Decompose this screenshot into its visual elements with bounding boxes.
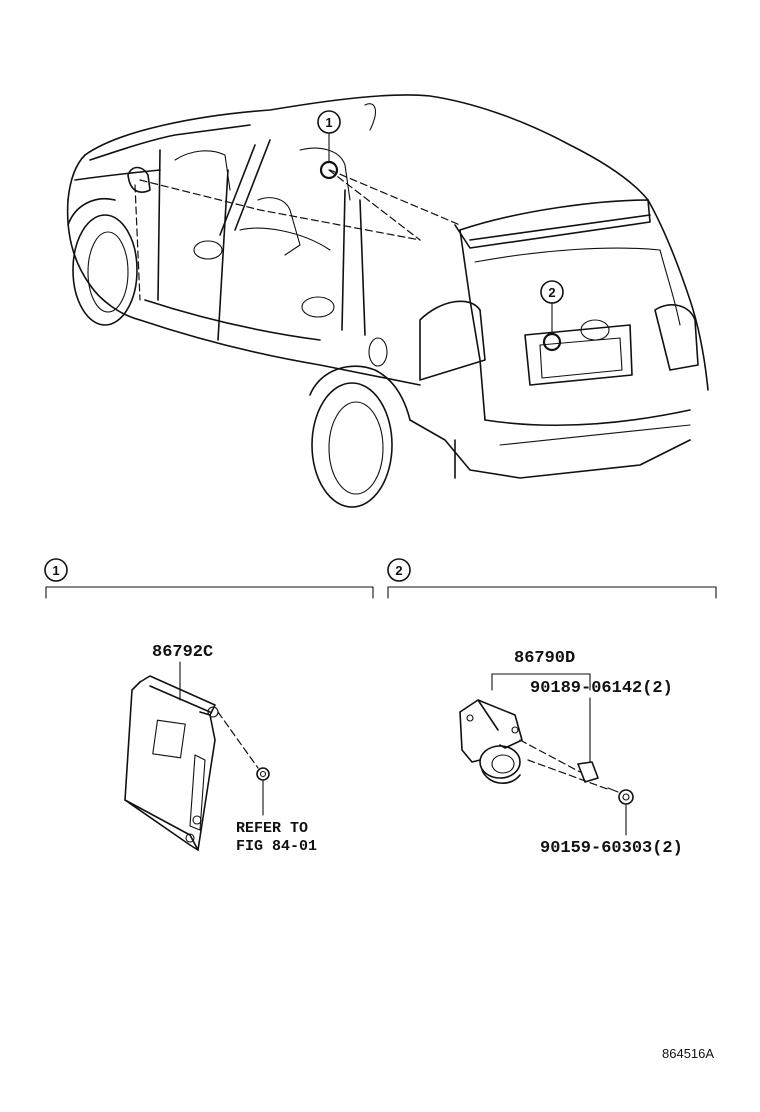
part-number-86790d: 86790D <box>514 649 575 668</box>
figure-code: 864516A <box>662 1046 714 1061</box>
svg-text:2: 2 <box>395 563 402 578</box>
car-illustration <box>66 94 709 508</box>
svg-text:2: 2 <box>548 285 555 300</box>
rear-camera-drawing: 86790D 90189-06142(2) 90159-60303(2) <box>459 649 683 858</box>
callout-1: 1 <box>317 110 341 180</box>
svg-text:1: 1 <box>325 115 332 130</box>
callout-2: 2 <box>540 280 564 352</box>
fig-reference-label: FIG 84-01 <box>236 838 317 855</box>
section-1-header: 1 <box>44 558 374 599</box>
section-2-header: 2 <box>387 558 717 599</box>
ecu-module-drawing: 86792C REFER TO FIG 84-01 <box>124 643 317 855</box>
part-number-90159-60303: 90159-60303(2) <box>540 839 683 858</box>
svg-text:1: 1 <box>52 563 59 578</box>
refer-to-label: REFER TO <box>236 820 308 837</box>
part-number-90189-06142: 90189-06142(2) <box>530 679 673 698</box>
part-number-86792c: 86792C <box>152 643 213 662</box>
